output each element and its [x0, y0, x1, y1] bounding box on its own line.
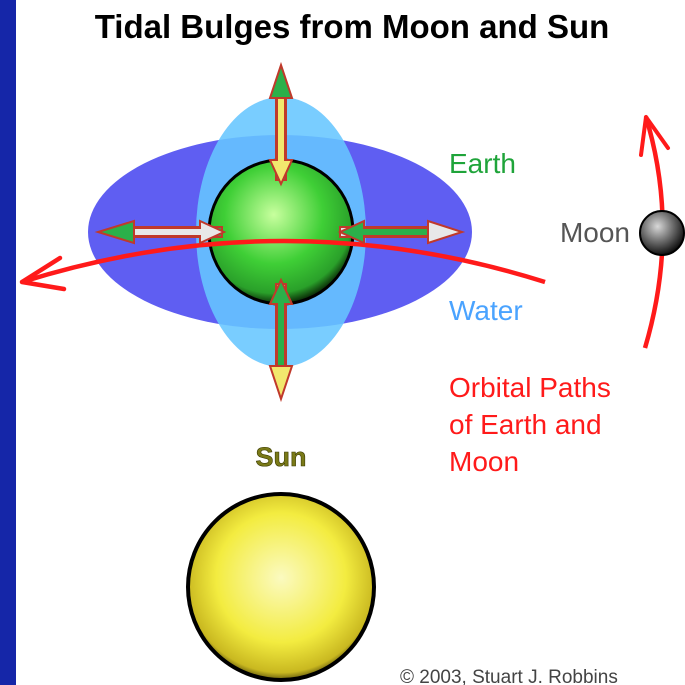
orbital-paths-label-line3: Moon — [449, 446, 519, 477]
arrow-up-yellow — [268, 97, 294, 187]
sun-label: Sun — [256, 442, 307, 472]
moon-orbit-arrowhead — [639, 115, 670, 157]
diagram-title: Tidal Bulges from Moon and Sun — [95, 8, 610, 45]
arrow-down-green — [268, 277, 294, 367]
earth-orbit-path — [21, 238, 546, 285]
orbital-paths-label-line2: of Earth and — [449, 409, 602, 440]
earth-label: Earth — [449, 148, 516, 179]
earth-orbit-arrowhead — [19, 255, 67, 292]
arrow-left-white — [133, 219, 227, 245]
moon-sphere — [639, 210, 685, 256]
orbital-paths-label-line1: Orbital Paths — [449, 372, 611, 403]
arrow-right-green — [337, 219, 429, 245]
moon-label: Moon — [560, 217, 630, 248]
water-label: Water — [449, 295, 523, 326]
copyright-text: © 2003, Stuart J. Robbins — [400, 667, 618, 685]
tidal-force-arrows — [94, 61, 466, 403]
sun-sphere — [186, 492, 376, 682]
